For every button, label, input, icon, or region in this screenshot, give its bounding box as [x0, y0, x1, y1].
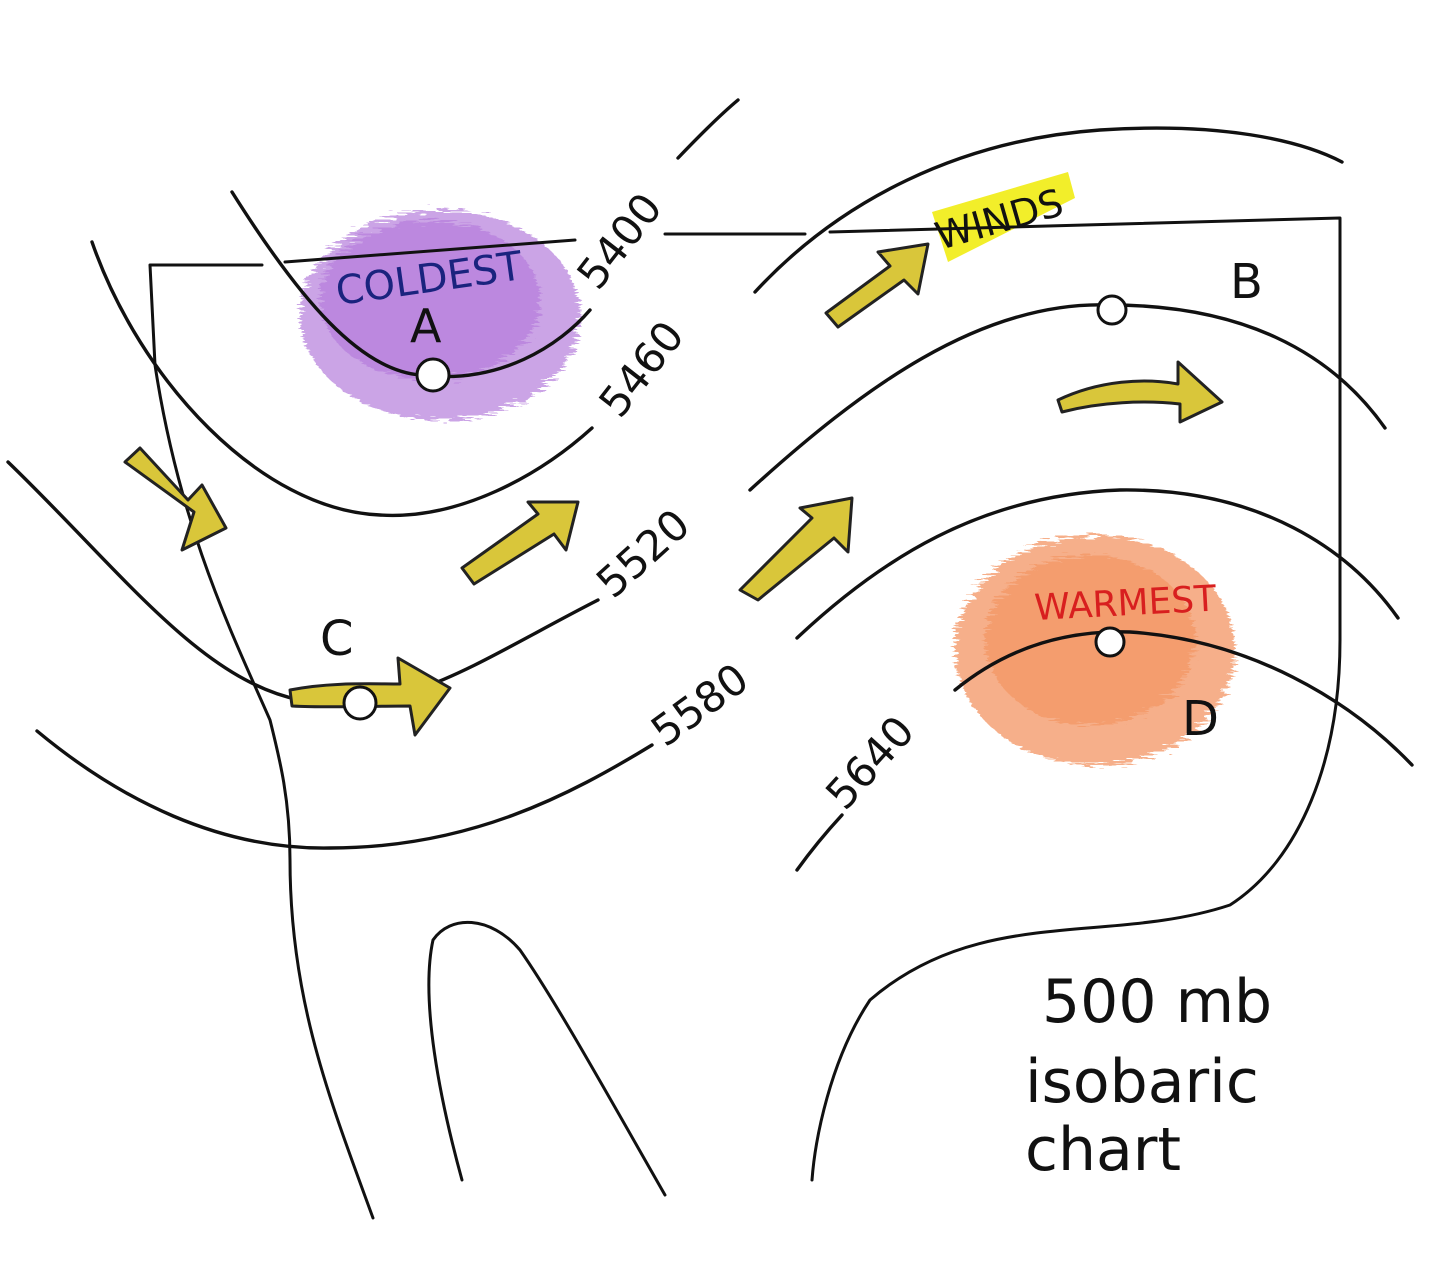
- contour-line-5640-south: [795, 813, 844, 872]
- wind-arrow-icon: [123, 446, 228, 552]
- point-marker-b: [1096, 294, 1128, 326]
- caption-line-3: chart: [1025, 1115, 1181, 1185]
- wind-arrow-icon: [824, 242, 930, 329]
- wind-arrow-icon: [1056, 360, 1224, 424]
- coldest-shading: [300, 210, 580, 420]
- point-label-d: D: [1182, 691, 1219, 747]
- wind-arrow-icon: [738, 496, 854, 602]
- point-label-b: B: [1230, 254, 1263, 310]
- caption-line-1: 500 mb: [1042, 967, 1272, 1037]
- map-outline: [148, 216, 1342, 1220]
- contour-label-5520: 5520: [587, 499, 699, 607]
- contour-line-5520: [6, 460, 600, 706]
- contour-line-5460: [90, 240, 594, 518]
- point-marker-a: [415, 357, 451, 393]
- point-marker-d: [1094, 626, 1126, 658]
- caption-line-2: isobaric: [1025, 1047, 1259, 1117]
- contour-line-5640: [953, 630, 1414, 767]
- winds-highlight: [932, 172, 1075, 262]
- contour-line-5460-east: [753, 126, 1344, 294]
- contour-label-5400: 5400: [567, 184, 671, 298]
- contour-label-5580: 5580: [642, 654, 757, 756]
- contour-line-5400-north: [676, 98, 740, 160]
- contour-label-5460: 5460: [589, 312, 693, 426]
- warmest-shading: [955, 535, 1235, 765]
- point-marker-c: [342, 685, 378, 721]
- contour-label-5640: 5640: [816, 706, 924, 818]
- contour-line-5580: [35, 729, 654, 850]
- point-label-c: C: [320, 611, 354, 667]
- point-label-a: A: [410, 299, 442, 353]
- contour-line-5580-east: [795, 488, 1400, 640]
- wind-arrow-icon: [460, 500, 580, 586]
- winds-label: WINDS: [930, 180, 1068, 258]
- warmest-label: WARMEST: [1033, 578, 1218, 629]
